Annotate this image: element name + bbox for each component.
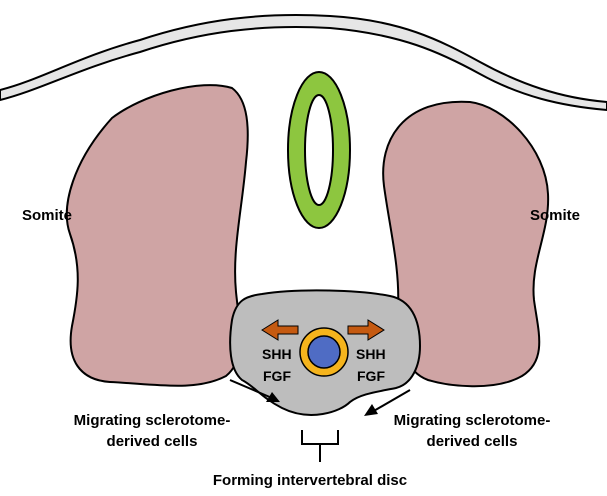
intervertebral-disc-bracket — [302, 430, 338, 462]
migrating-cells-left-line2: derived cells — [52, 431, 252, 452]
migrating-cells-label-left: Migrating sclerotome- derived cells — [52, 410, 252, 452]
signal-shh-left: SHH — [262, 346, 292, 362]
signal-fgf-right: FGF — [357, 368, 385, 384]
migrating-cells-label-right: Migrating sclerotome- derived cells — [372, 410, 572, 452]
signal-fgf-left: FGF — [263, 368, 291, 384]
notochord — [308, 336, 340, 368]
migrating-cells-left-line1: Migrating sclerotome- — [52, 410, 252, 431]
somite-label-left: Somite — [22, 205, 72, 226]
signal-shh-right: SHH — [356, 346, 386, 362]
left-somite — [67, 85, 248, 386]
migrating-cells-right-line1: Migrating sclerotome- — [372, 410, 572, 431]
neural-tube-lumen — [305, 95, 333, 205]
migrating-cells-right-line2: derived cells — [372, 431, 572, 452]
forming-disc-label: Forming intervertebral disc — [160, 470, 460, 491]
somite-label-right: Somite — [530, 205, 580, 226]
